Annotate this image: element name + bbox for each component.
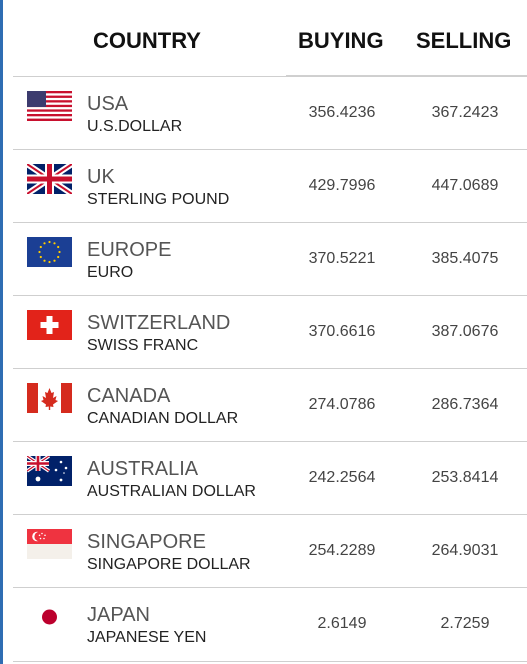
selling-rate: 385.4075 <box>431 250 499 267</box>
currency-name: STERLING POUND <box>87 191 230 208</box>
country-name: USA <box>87 93 129 115</box>
table-row: SWITZERLAND SWISS FRANC 370.6616 387.067… <box>13 295 527 369</box>
us-flag-icon <box>27 91 72 121</box>
header-buying: BUYING <box>298 28 384 53</box>
selling-rate: 264.9031 <box>431 542 499 559</box>
buying-rate: 254.2289 <box>308 542 376 559</box>
selling-rate: 367.2423 <box>431 104 499 121</box>
table-row: CANADA CANADIAN DOLLAR 274.0786 286.7364 <box>13 368 527 442</box>
japan-flag-icon <box>27 602 72 632</box>
table-row: UK STERLING POUND 429.7996 447.0689 <box>13 149 527 223</box>
currency-name: SWISS FRANC <box>87 337 199 354</box>
singapore-flag-icon <box>27 529 72 559</box>
buying-rate: 429.7996 <box>308 177 376 194</box>
country-name: UK <box>87 166 115 188</box>
country-name: SWITZERLAND <box>87 312 231 334</box>
currency-name: CANADIAN DOLLAR <box>87 410 239 427</box>
uk-flag-icon <box>27 164 72 194</box>
selling-rate: 253.8414 <box>431 469 499 486</box>
table-row: EUROPE EURO 370.5221 385.4075 <box>13 222 527 296</box>
selling-rate: 286.7364 <box>431 396 499 413</box>
country-name: JAPAN <box>87 604 150 626</box>
buying-rate: 356.4236 <box>308 104 376 121</box>
buying-rate: 370.5221 <box>308 250 376 267</box>
currency-name: SINGAPORE DOLLAR <box>87 556 251 573</box>
currency-name: EURO <box>87 264 134 281</box>
buying-rate: 242.2564 <box>308 469 376 486</box>
country-name: EUROPE <box>87 239 172 261</box>
australia-flag-icon <box>27 456 72 486</box>
table-row: SINGAPORE SINGAPORE DOLLAR 254.2289 264.… <box>13 514 527 588</box>
table-row: JAPAN JAPANESE YEN 2.6149 2.7259 <box>13 587 527 662</box>
table-row: USA U.S.DOLLAR 356.4236 367.2423 <box>13 76 527 150</box>
country-name: AUSTRALIA <box>87 458 199 480</box>
table-header: COUNTRY BUYING SELLING <box>13 0 527 76</box>
canada-flag-icon <box>27 383 72 413</box>
selling-rate: 387.0676 <box>431 323 499 340</box>
header-selling: SELLING <box>416 28 512 53</box>
eu-flag-icon <box>27 237 72 267</box>
selling-rate: 2.7259 <box>440 615 490 632</box>
currency-name: AUSTRALIAN DOLLAR <box>87 483 256 500</box>
buying-rate: 274.0786 <box>308 396 376 413</box>
selling-rate: 447.0689 <box>431 177 499 194</box>
buying-rate: 2.6149 <box>317 615 367 632</box>
currency-name: U.S.DOLLAR <box>87 118 183 135</box>
currency-name: JAPANESE YEN <box>87 629 207 646</box>
header-divider <box>286 75 527 76</box>
header-country: COUNTRY <box>93 28 201 53</box>
swiss-flag-icon <box>27 310 72 340</box>
exchange-rate-table: COUNTRY BUYING SELLING USA U.S.DOLLAR 35… <box>13 0 527 664</box>
country-name: SINGAPORE <box>87 531 206 553</box>
buying-rate: 370.6616 <box>308 323 376 340</box>
table-row: AUSTRALIA AUSTRALIAN DOLLAR 242.2564 253… <box>13 441 527 515</box>
country-name: CANADA <box>87 385 171 407</box>
